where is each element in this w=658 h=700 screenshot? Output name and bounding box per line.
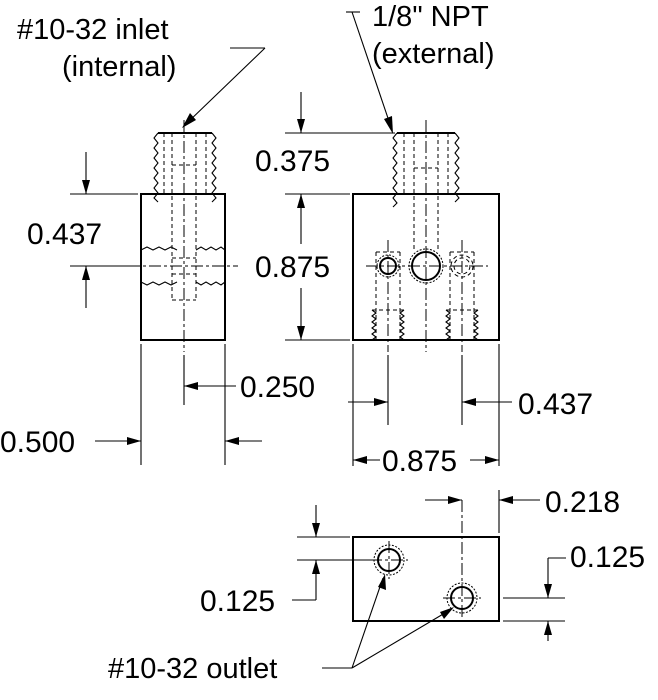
dim-outlet-left-offset: 0.125 <box>200 585 275 618</box>
dim-block-width-front: 0.875 <box>382 445 457 478</box>
dim-block-height: 0.875 <box>255 251 330 284</box>
top-block-outline <box>352 536 500 622</box>
note-inlet-line2: (internal) <box>62 51 176 83</box>
top-dimensions: 0.218 0.125 0.125 <box>200 486 645 641</box>
dim-inlet-offset: 0.250 <box>240 371 315 404</box>
front-view <box>352 120 500 352</box>
dim-outlet-right-offset: 0.125 <box>570 541 645 574</box>
side-block-outline <box>140 193 226 341</box>
dim-thread-height: 0.375 <box>255 145 330 178</box>
front-dimensions: 0.375 0.875 0.437 0.875 <box>255 92 593 478</box>
note-npt-line2: (external) <box>372 38 495 70</box>
note-inlet-line1: #10-32 inlet <box>17 14 169 46</box>
side-view <box>128 120 238 352</box>
note-npt-line1: 1/8" NPT <box>372 1 489 33</box>
dim-side-port-height: 0.437 <box>27 218 102 251</box>
dim-outlet-top-offset: 0.218 <box>545 486 620 519</box>
front-npt-fitting <box>392 132 460 208</box>
top-view <box>352 500 500 622</box>
dim-front-port-spacing: 0.437 <box>518 388 593 421</box>
note-outlet: #10-32 outlet <box>108 653 277 685</box>
side-thread-fitting <box>153 132 217 203</box>
side-dimensions: 0.437 0.250 0.500 <box>0 152 315 465</box>
callouts: #10-32 inlet (internal) 1/8" NPT (extern… <box>17 1 495 685</box>
dim-block-width-side: 0.500 <box>0 426 75 459</box>
